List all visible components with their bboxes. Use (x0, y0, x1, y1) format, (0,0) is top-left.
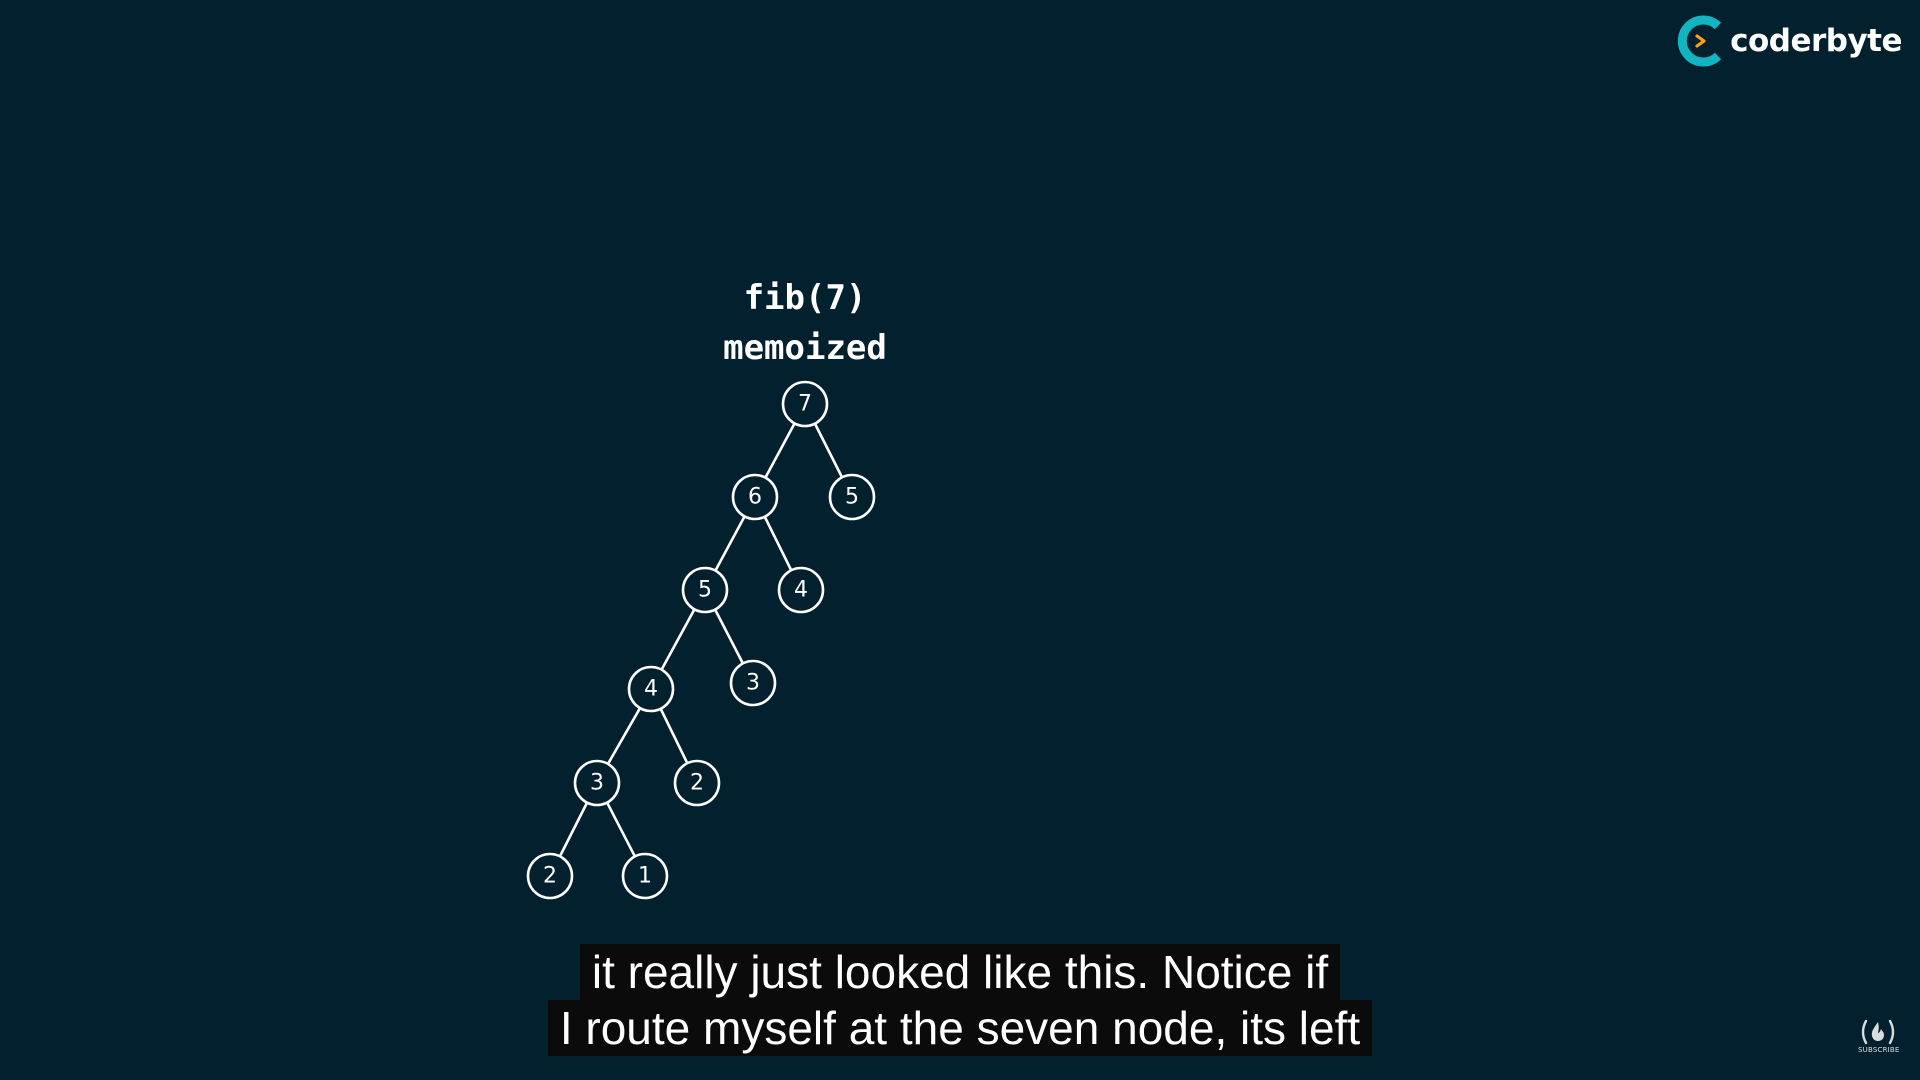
tree-node: 2 (673, 759, 721, 807)
tree-node: 2 (526, 852, 574, 900)
coderbyte-logo: coderbyte (1678, 14, 1902, 68)
node-label: 4 (644, 677, 658, 702)
brand-name: coderbyte (1730, 22, 1902, 59)
coderbyte-logo-icon (1678, 15, 1722, 67)
node-label: 4 (794, 578, 808, 603)
tree-node: 4 (627, 665, 675, 713)
subscribe-label: SUBSCRIBE (1858, 1046, 1900, 1054)
tree-node: 1 (621, 852, 669, 900)
node-label: 1 (638, 864, 652, 889)
tree-node: 7 (781, 380, 829, 428)
freecodecamp-flame-icon (1861, 1019, 1895, 1045)
tree-node: 3 (729, 659, 777, 707)
tree-node: 6 (731, 473, 779, 521)
tree-node: 5 (681, 566, 729, 614)
node-label: 5 (845, 485, 859, 510)
caption-line-2: I route myself at the seven node, its le… (547, 1000, 1373, 1056)
diagram-title-line-1: fib(7) (743, 278, 867, 318)
node-label: 6 (748, 485, 762, 510)
node-label: 3 (590, 771, 604, 796)
tree-node: 4 (777, 566, 825, 614)
node-label: 7 (798, 392, 812, 417)
diagram-title-line-2: memoized (723, 328, 887, 368)
tree-node: 5 (828, 473, 876, 521)
captions: it really just looked like this. Notice … (0, 944, 1920, 1056)
node-label: 2 (543, 864, 557, 889)
node-label: 2 (690, 771, 704, 796)
node-label: 5 (698, 578, 712, 603)
node-label: 3 (746, 671, 760, 696)
tree-node: 3 (573, 759, 621, 807)
diagram-title: fib(7) memoized (505, 273, 1105, 373)
subscribe-watermark[interactable]: SUBSCRIBE (1858, 1018, 1900, 1054)
caption-line-1: it really just looked like this. Notice … (579, 944, 1341, 1000)
